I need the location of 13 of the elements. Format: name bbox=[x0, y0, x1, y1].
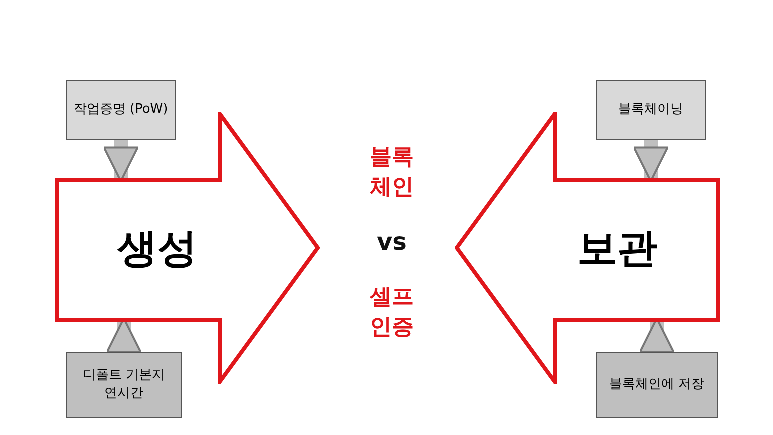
callout-text: 작업증명 (PoW) bbox=[74, 101, 168, 119]
callout-box bbox=[596, 352, 718, 418]
callout-box bbox=[596, 80, 706, 140]
callout-box bbox=[66, 80, 176, 140]
callout-text: 디폴트 기본지연시간 bbox=[82, 367, 166, 403]
callout-text: 블록체이닝 bbox=[618, 101, 684, 119]
callout-box bbox=[66, 352, 182, 418]
center-label: 셀프인증 bbox=[369, 284, 415, 342]
callout-text: 블록체인에 저장 bbox=[609, 376, 705, 394]
arrow-label: 생성 bbox=[118, 224, 198, 274]
center-label: 블록체인 bbox=[369, 144, 415, 202]
arrow-label: 보관 bbox=[578, 224, 658, 274]
versus-text: vs bbox=[376, 228, 408, 256]
